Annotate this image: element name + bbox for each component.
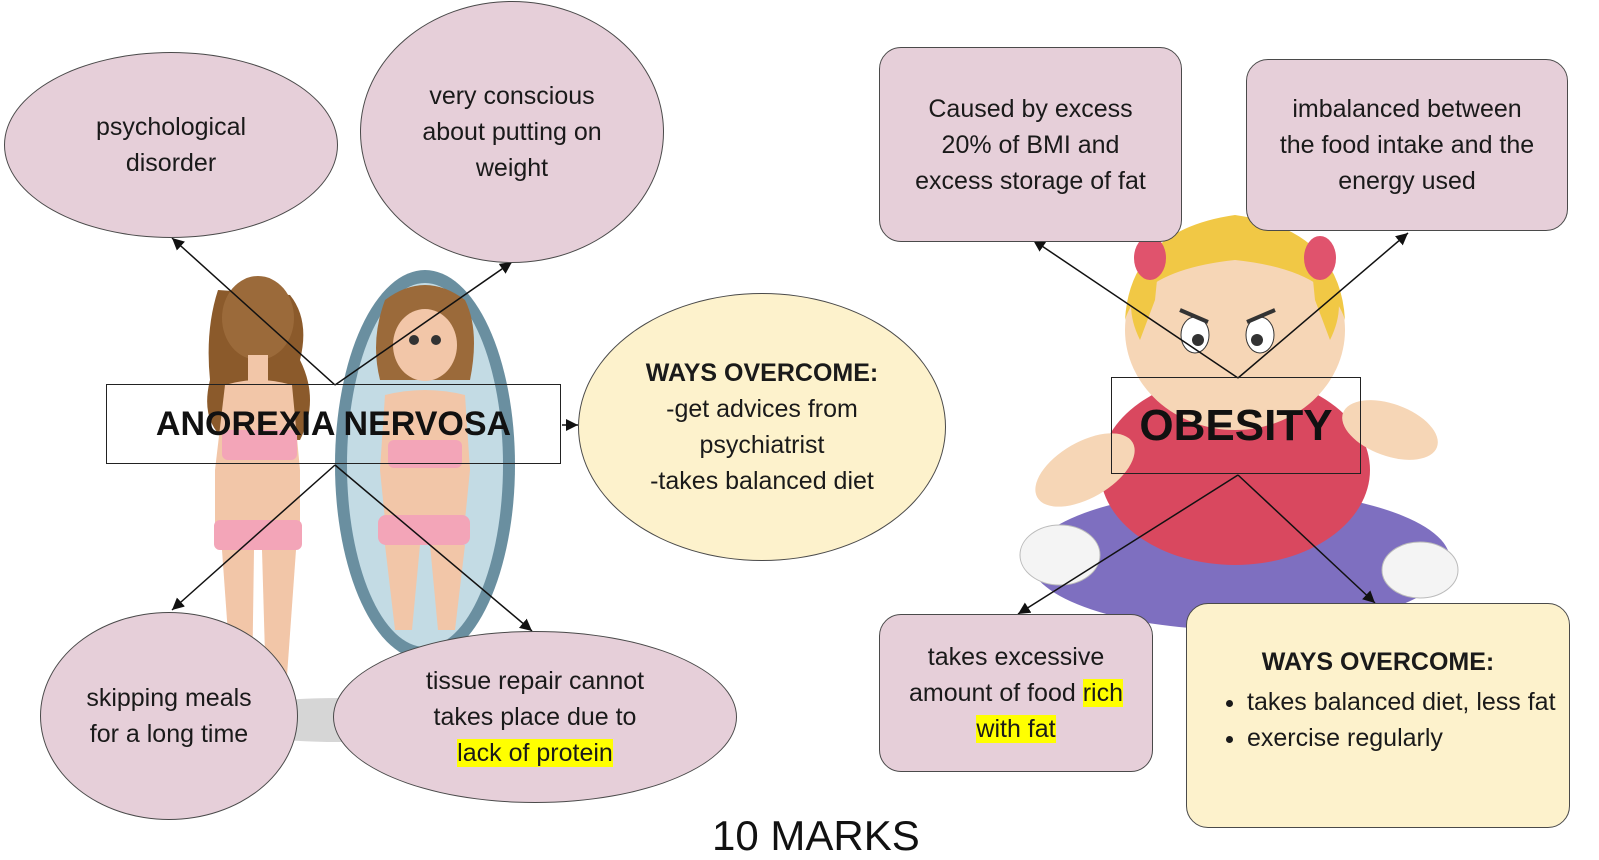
- arrow-to-conscious: [334, 261, 513, 386]
- tissue-repair-text: tissue repair cannot takes place due to …: [410, 663, 660, 771]
- excessive-food-text: takes excessive amount of food rich with…: [896, 639, 1136, 747]
- arrow-to-ways-right: [1237, 474, 1376, 604]
- ways-overcome-right-point: exercise regularly: [1247, 720, 1569, 756]
- ways-overcome-left-line2: -takes balanced diet: [650, 467, 874, 495]
- caused-by-text: Caused by excess 20% of BMI and excess s…: [915, 94, 1146, 195]
- ways-overcome-right-point: takes balanced diet, less fat: [1247, 684, 1569, 720]
- excessive-food-plain: takes excessive amount of food: [908, 643, 1105, 707]
- tissue-repair-plain: tissue repair cannot takes place due to: [425, 667, 645, 731]
- arrow-to-imbalanced: [1237, 232, 1409, 379]
- arrow-to-psychological: [171, 237, 336, 386]
- tissue-repair-highlight: lack of protein: [457, 739, 613, 767]
- anorexia-nervosa-title: ANOREXIA NERVOSA: [106, 384, 561, 464]
- psychological-disorder-text: psychological disorder: [95, 113, 247, 177]
- conscious-weight-text: very conscious about putting on weight: [422, 82, 602, 182]
- psychological-disorder-node: psychological disorder: [4, 52, 338, 238]
- anorexia-nervosa-label: ANOREXIA NERVOSA: [155, 404, 512, 443]
- obesity-label: OBESITY: [1139, 400, 1333, 450]
- marks-label: 10 MARKS: [712, 812, 920, 859]
- conscious-weight-node: very conscious about putting on weight: [360, 1, 664, 263]
- ways-overcome-right-list: takes balanced diet, less fat exercise r…: [1187, 684, 1569, 756]
- imbalanced-text: imbalanced between the food intake and t…: [1279, 95, 1535, 195]
- ways-overcome-left-node: WAYS OVERCOME: -get advices from psychia…: [578, 293, 946, 561]
- arrow-to-excessive: [1017, 474, 1239, 615]
- excessive-food-node: takes excessive amount of food rich with…: [879, 614, 1153, 772]
- ways-overcome-right-node: WAYS OVERCOME: takes balanced diet, less…: [1186, 603, 1570, 828]
- tissue-repair-node: tissue repair cannot takes place due to …: [333, 631, 737, 803]
- ways-overcome-right-heading: WAYS OVERCOME:: [1261, 648, 1495, 676]
- caused-by-node: Caused by excess 20% of BMI and excess s…: [879, 47, 1182, 242]
- arrow-to-tissue: [334, 464, 533, 632]
- skipping-meals-text: skipping meals for a long time: [86, 684, 252, 748]
- arrow-to-caused: [1032, 239, 1239, 379]
- obesity-title: OBESITY: [1111, 377, 1361, 474]
- ways-overcome-left-line1: -get advices from psychiatrist: [666, 395, 858, 459]
- skipping-meals-node: skipping meals for a long time: [40, 612, 298, 820]
- overweight-girl-illustration: [1019, 215, 1459, 630]
- ways-overcome-left-heading: WAYS OVERCOME:: [645, 359, 879, 387]
- woman-in-mirror-illustration: [207, 270, 515, 742]
- imbalanced-node: imbalanced between the food intake and t…: [1246, 59, 1568, 231]
- arrow-to-skipping: [171, 464, 336, 611]
